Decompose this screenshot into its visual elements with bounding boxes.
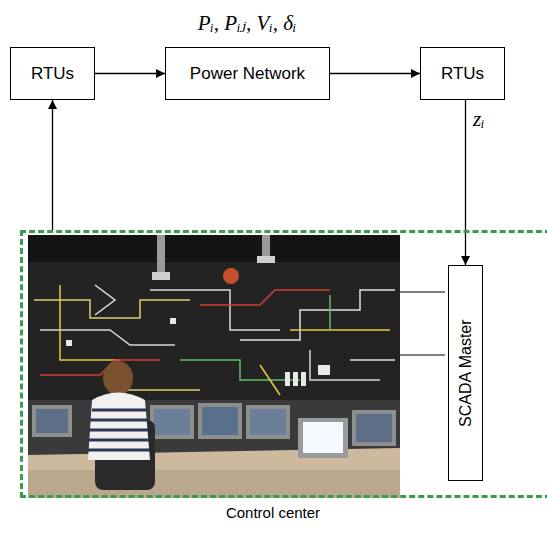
desk bbox=[28, 400, 400, 498]
node-label: SCADA Master bbox=[456, 319, 474, 427]
operator bbox=[88, 361, 155, 490]
measurement-symbols: Pᵢ, Pᵢⱼ, Vᵢ, δᵢ bbox=[198, 12, 297, 35]
wall-schematic bbox=[34, 285, 395, 395]
node-label: Power Network bbox=[190, 64, 305, 84]
measurement-vector: zᵢ bbox=[473, 108, 485, 131]
photo bbox=[28, 235, 400, 498]
device-box: RTUs bbox=[10, 47, 95, 100]
node-label: RTUs bbox=[441, 64, 484, 84]
wire bbox=[400, 292, 445, 355]
region-label: Control center bbox=[226, 504, 320, 521]
device-box: RTUs bbox=[420, 47, 505, 100]
network-box: Power Network bbox=[165, 47, 330, 100]
ceiling-lights bbox=[152, 235, 275, 284]
signal-arrow bbox=[52, 100, 53, 230]
signal-arrow bbox=[95, 73, 165, 74]
control-center-region: Control centerSCADA Master bbox=[20, 230, 547, 498]
signal-arrow bbox=[465, 100, 466, 265]
signal-arrow bbox=[330, 73, 420, 74]
monitors bbox=[32, 403, 396, 458]
node-label: RTUs bbox=[31, 64, 74, 84]
scada-master-box: SCADA Master bbox=[448, 265, 483, 481]
